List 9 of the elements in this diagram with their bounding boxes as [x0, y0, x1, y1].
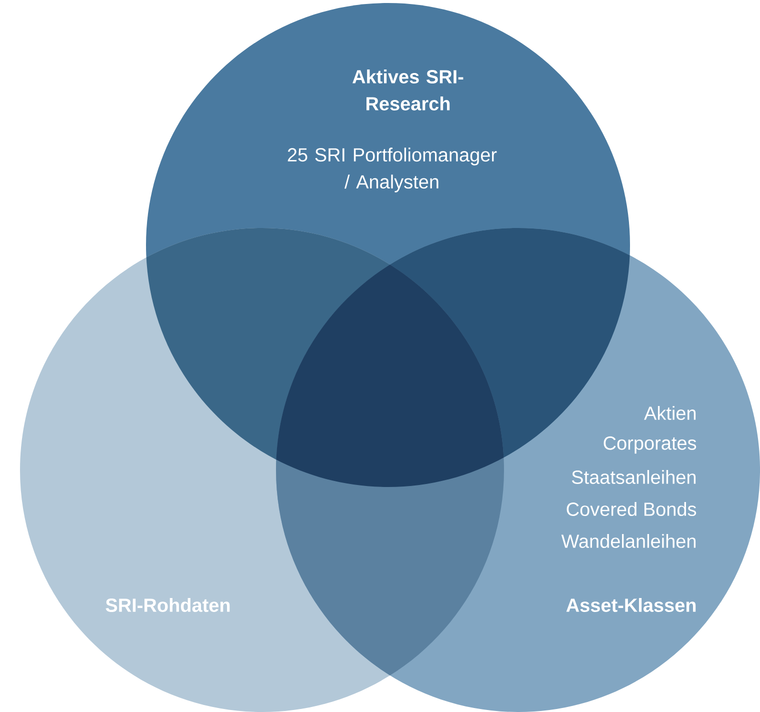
- heading: Aktives SRI-Research: [352, 70, 464, 110]
- heading: Asset-Klassen: [566, 598, 696, 612]
- list-item: Covered Bonds: [566, 502, 696, 516]
- list-item: Aktien: [644, 406, 696, 420]
- description: 25 SRI Portfoliomanager / Analysten: [288, 148, 497, 192]
- heading: SRI-Rohdaten: [106, 598, 230, 612]
- list-item: Wandelanleihen: [561, 534, 696, 548]
- list-item: Corporates: [604, 436, 696, 454]
- list-item: Staatsanleihen: [572, 470, 696, 484]
